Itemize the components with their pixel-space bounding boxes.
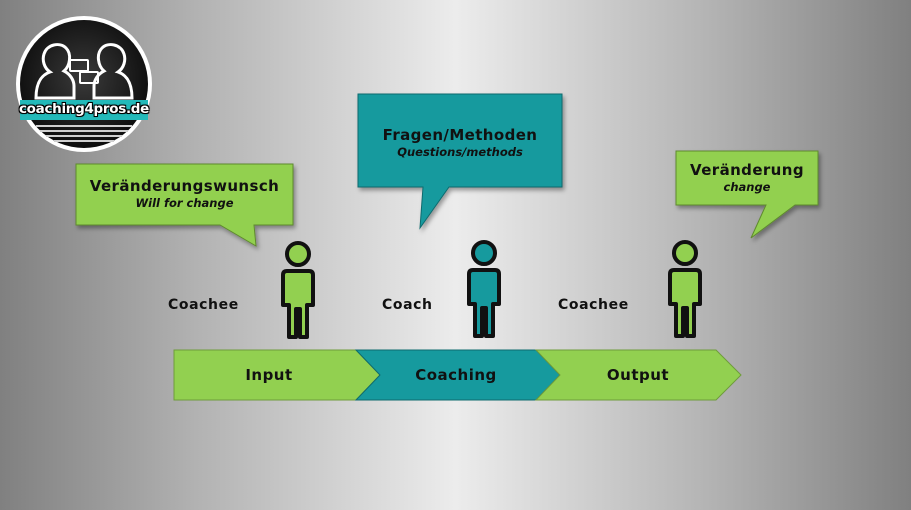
bubble-shape-1 — [75, 163, 294, 247]
bubble-subtitle: Will for change — [135, 196, 234, 210]
coachee-person-icon — [281, 241, 315, 339]
bubble-title: Veränderungswunsch — [89, 177, 280, 195]
bubble-subtitle: Questions/methods — [397, 145, 523, 159]
bubble-title: Fragen/Methoden — [382, 126, 538, 144]
bubble-subtitle: change — [723, 180, 771, 194]
bubble-shape-2 — [357, 93, 563, 230]
bubble-title: Veränderung — [690, 161, 804, 179]
bubble-change: Veränderung change — [676, 160, 818, 194]
process-step-output — [534, 349, 742, 401]
coach-person-icon — [467, 240, 501, 338]
bubble-will-for-change: Veränderungswunsch Will for change — [76, 176, 293, 210]
logo: coaching4pros.de — [14, 14, 154, 154]
logo-text: coaching4pros.de — [18, 101, 150, 117]
process-label-input: Input — [245, 366, 293, 384]
role-label-coachee-output: Coachee — [558, 297, 629, 313]
bubble-questions-methods: Fragen/Methoden Questions/methods — [358, 125, 562, 159]
process-label-output: Output — [606, 366, 670, 384]
role-label-coachee: Coachee — [168, 297, 239, 313]
logo-badge-icon — [16, 16, 152, 152]
bubble-shape-3 — [675, 150, 819, 239]
coachee-output-person-icon — [668, 240, 702, 338]
process-label-coaching: Coaching — [415, 366, 497, 384]
role-label-coach: Coach — [382, 297, 433, 313]
